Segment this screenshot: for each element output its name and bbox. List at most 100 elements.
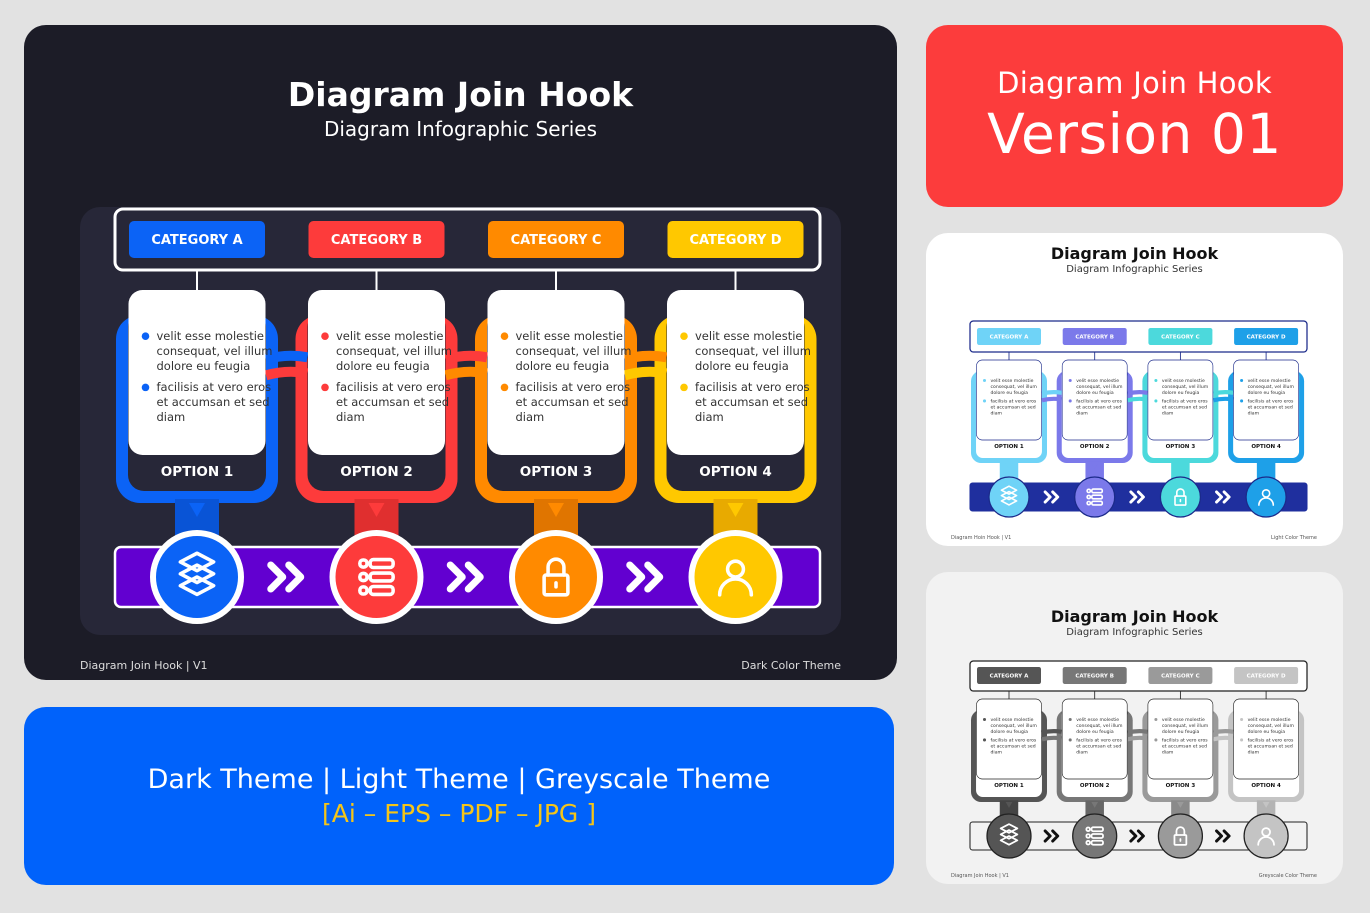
option-label: OPTION 1: [161, 464, 233, 480]
bullet-dot: [1068, 738, 1072, 742]
grey-title: Diagram Join Hook: [1050, 607, 1219, 626]
dark-theme-preview: Diagram Join Hook Diagram Infographic Se…: [24, 25, 897, 680]
stem-notch: [1262, 802, 1270, 808]
bullet-text: facilisis at vero eros: [1076, 737, 1122, 743]
bullet-text: diam: [1076, 749, 1088, 755]
stem-notch: [548, 503, 564, 517]
bullet-text: consequat, vel illum: [157, 344, 273, 358]
join-link: [1041, 389, 1063, 396]
join-link: [1127, 396, 1148, 403]
dark-footer-right: Dark Color Theme: [741, 659, 841, 672]
list-icon: [358, 557, 395, 597]
bullet-text: facilisis at vero eros: [1248, 737, 1294, 743]
list-icon: [1085, 826, 1104, 846]
bullet-text: dolore eu feugia: [1162, 390, 1200, 396]
bullet-text: diam: [695, 410, 724, 424]
light-theme-preview: Diagram Join Hook Diagram Infographic Se…: [926, 233, 1343, 546]
stem-notch: [189, 503, 205, 517]
bullet-text: dolore eu feugia: [991, 390, 1029, 396]
bullet-text: facilisis at vero eros: [516, 380, 631, 394]
bullet-text: velit esse molestie: [1162, 378, 1205, 384]
bullet-text: diam: [991, 410, 1003, 416]
bullet-text: dolore eu feugia: [1076, 729, 1114, 735]
bullet-text: consequat, vel illum: [1162, 723, 1209, 729]
stem-notch: [1262, 463, 1270, 469]
option-label: OPTION 2: [1080, 783, 1110, 789]
bullet-text: facilisis at vero eros: [991, 398, 1037, 404]
bullet-text: et accumsan et sed: [516, 395, 629, 409]
step-circle: [329, 530, 424, 624]
light-subtitle: Diagram Infographic Series: [1066, 264, 1203, 275]
bullet-text: consequat, vel illum: [695, 344, 811, 358]
bullet-dot: [321, 332, 329, 340]
bullet-text: diam: [516, 410, 545, 424]
double-chevron-icon: [267, 561, 305, 593]
light-title: Diagram Join Hook: [1050, 244, 1219, 263]
join-link: [1212, 396, 1234, 403]
stem-notch: [1177, 802, 1184, 808]
category-pill: [1062, 328, 1127, 345]
option-card: [667, 290, 804, 455]
bullet-text: diam: [1248, 749, 1260, 755]
option-label: OPTION 1: [994, 783, 1024, 789]
bullet-text: diam: [991, 749, 1003, 755]
bullet-dot: [982, 738, 987, 742]
bullet-text: facilisis at vero eros: [336, 380, 451, 394]
option-card: [976, 698, 1042, 780]
category-pill: [129, 221, 265, 258]
bullet-text: consequat, vel illum: [1076, 384, 1123, 390]
option-label: OPTION 2: [1080, 444, 1110, 450]
option-label: OPTION 3: [520, 464, 592, 480]
option-card: [1233, 359, 1299, 441]
option-label: OPTION 4: [1251, 444, 1281, 450]
bullet-text: et accumsan et sed: [695, 395, 808, 409]
category-label: CATEGORY B: [1075, 334, 1114, 340]
themes-list: Dark Theme | Light Theme | Greyscale The…: [147, 764, 771, 795]
bullet-text: et accumsan et sed: [1162, 404, 1207, 410]
bullet-dot: [680, 383, 688, 392]
option-card: [1147, 359, 1214, 441]
version-card: Diagram Join Hook Version 01: [926, 25, 1343, 207]
bullet-text: diam: [1076, 410, 1088, 416]
light-footer-left: Diagram Hoin Hook | V1: [951, 535, 1012, 541]
double-chevron-icon: [626, 561, 664, 593]
diagram-panel: [80, 207, 841, 635]
option-label: OPTION 2: [340, 464, 412, 480]
join-link: [1041, 728, 1063, 735]
option-label: OPTION 3: [1166, 444, 1196, 450]
bullet-dot: [1154, 399, 1158, 403]
option-label: OPTION 1: [994, 444, 1024, 450]
stem-notch: [1005, 463, 1013, 469]
bullet-text: velit esse molestie: [157, 329, 265, 343]
option-card: [1147, 698, 1214, 780]
bullet-text: velit esse molestie: [1248, 717, 1291, 723]
bullet-dot: [1068, 399, 1072, 403]
category-pill: [1234, 667, 1299, 684]
progress-bar: [969, 821, 1308, 851]
double-chevron-icon: [1215, 829, 1231, 843]
bullet-text: consequat, vel illum: [991, 384, 1038, 390]
progress-bar: [113, 545, 822, 609]
bullet-text: velit esse molestie: [991, 378, 1034, 384]
double-chevron-icon: [1129, 829, 1145, 843]
stem-notch: [368, 503, 385, 517]
user-icon: [1258, 488, 1275, 506]
bullet-text: velit esse molestie: [516, 329, 624, 343]
bullet-dot: [1154, 738, 1158, 742]
dark-title: Diagram Join Hook: [287, 75, 634, 114]
category-pill: [977, 328, 1041, 345]
bullet-dot: [982, 378, 987, 382]
bullet-text: velit esse molestie: [695, 329, 803, 343]
bullet-text: consequat, vel illum: [1076, 723, 1123, 729]
category-pill: [667, 221, 804, 258]
bullet-text: dolore eu feugia: [157, 359, 251, 373]
bullet-text: et accumsan et sed: [991, 404, 1036, 410]
option-label: OPTION 3: [1166, 783, 1196, 789]
file-formats: [Ai – EPS – PDF – JPG ]: [322, 799, 596, 828]
bullet-text: dolore eu feugia: [991, 729, 1029, 735]
join-link: [264, 366, 309, 381]
stem-notch: [1005, 802, 1013, 808]
bullet-text: velit esse molestie: [991, 717, 1034, 723]
